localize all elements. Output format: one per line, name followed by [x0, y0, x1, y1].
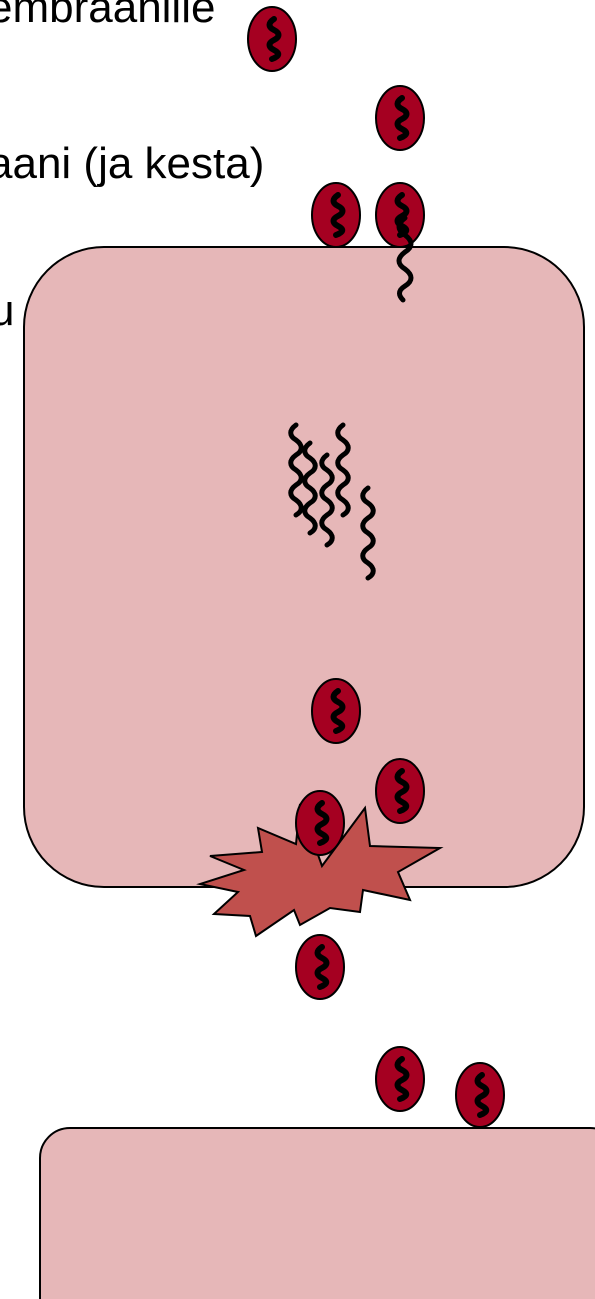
- virus-particle-icon: [376, 1047, 424, 1111]
- virus-particle-icon: [312, 679, 360, 743]
- virus-particle-icon: [376, 183, 424, 247]
- virus-particle-icon: [296, 935, 344, 999]
- text-line-2: aani (ja kesta): [0, 139, 264, 188]
- virus-particle-icon: [376, 759, 424, 823]
- text-line-1: embraanille: [0, 0, 215, 32]
- virus-particle-icon: [296, 791, 344, 855]
- virus-particle-icon: [312, 183, 360, 247]
- host-cell-upper: [24, 247, 584, 887]
- host-cell-lower: [40, 1128, 595, 1299]
- virus-particle-icon: [376, 86, 424, 150]
- text-line-3: u: [0, 286, 14, 335]
- virus-particle-icon: [248, 7, 296, 71]
- virus-particle-icon: [456, 1063, 504, 1127]
